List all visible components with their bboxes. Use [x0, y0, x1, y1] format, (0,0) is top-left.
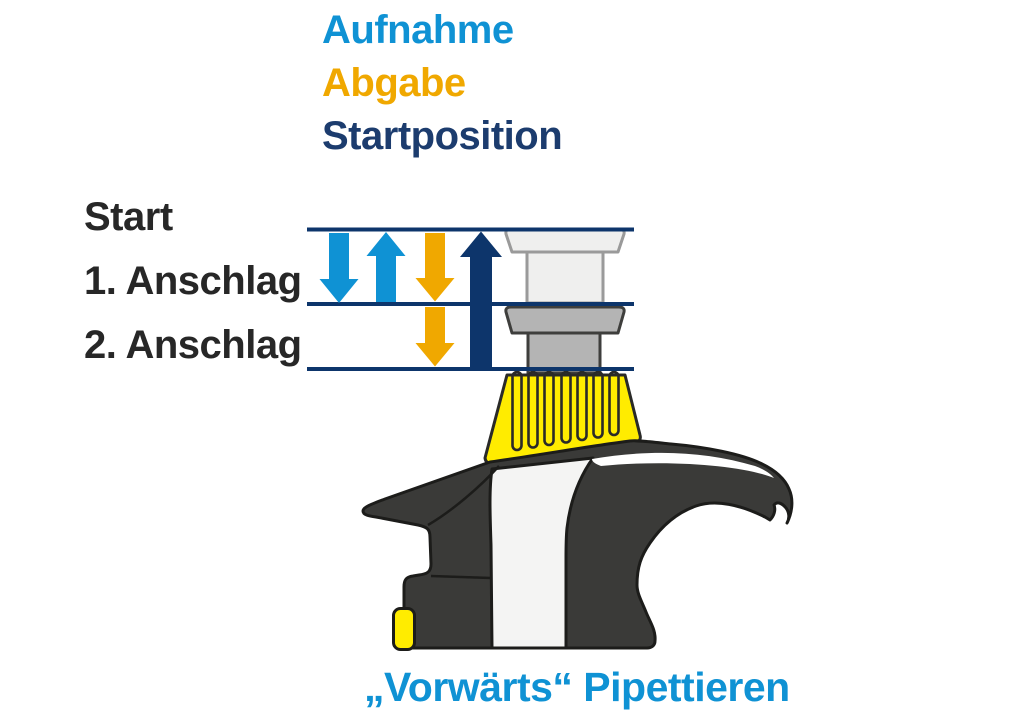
plunger-collar-stem [526, 329, 602, 375]
label-start: Start [84, 195, 173, 239]
label-first-stop: 1. Anschlag [84, 259, 302, 303]
handle-highlight-crescent [592, 452, 774, 478]
volume-ring-knurls [511, 370, 620, 452]
label-second-stop: 2. Anschlag [84, 323, 302, 367]
startposition-arrow [460, 231, 502, 368]
caption-vorwaerts-pipettieren: „Vorwärts“ Pipettieren [364, 664, 790, 710]
plunger-collar-cap [504, 305, 626, 335]
ejector-button [392, 607, 416, 651]
aufnahme-press-arrow [319, 233, 359, 303]
abgabe-press-arrow [415, 233, 455, 302]
second-stop-line [307, 367, 634, 371]
plunger-button-cap [504, 227, 626, 254]
handle-white-stripe [488, 456, 595, 650]
legend-startposition: Startposition [322, 114, 563, 158]
stroke-arrows [319, 231, 502, 368]
start-line [307, 227, 634, 232]
legend-aufnahme: Aufnahme [322, 8, 514, 52]
plunger-button [504, 227, 626, 305]
plunger-collar [504, 305, 626, 375]
handle-crease-lines [427, 465, 500, 580]
plunger-button-stem [525, 248, 605, 305]
aufnahme-release-arrow [366, 232, 406, 302]
legend-abgabe: Abgabe [322, 61, 466, 105]
abgabe-blowout-arrow [415, 307, 455, 367]
